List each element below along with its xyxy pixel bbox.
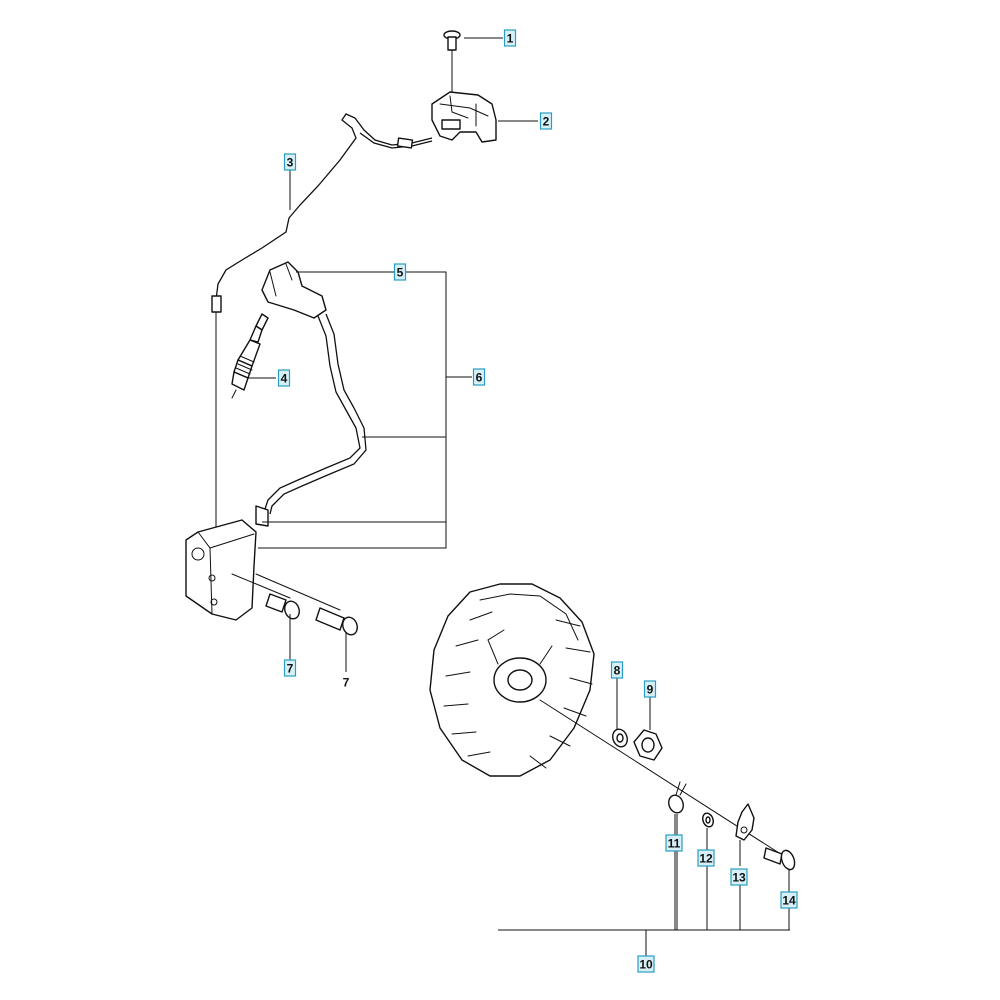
callout-box <box>472 368 486 386</box>
callout-2: 2 <box>539 112 553 130</box>
callout-7: 7 <box>283 659 297 677</box>
callout-number: 12 <box>699 852 713 866</box>
callout-box <box>277 369 291 387</box>
callout-box <box>643 680 657 698</box>
shaft-axis <box>539 699 791 861</box>
part-flywheel-10 <box>429 583 595 777</box>
part-pawl-13 <box>735 803 755 841</box>
callout-box <box>610 661 624 679</box>
callout-box <box>780 891 798 909</box>
callout-3: 3 <box>283 153 297 171</box>
part-screw-1 <box>443 30 461 93</box>
callout-10: 10 <box>637 955 655 973</box>
part-switch-2 <box>431 91 497 143</box>
callout-box <box>283 153 297 171</box>
callout-6: 6 <box>472 368 486 386</box>
callout-box <box>665 834 683 852</box>
part-bolt-14 <box>763 847 796 871</box>
part-nut-9 <box>633 729 663 761</box>
leader-lines <box>248 37 790 956</box>
part-wire-3 <box>211 113 433 541</box>
callout-number: 2 <box>543 115 550 129</box>
callout-number: 13 <box>732 871 746 885</box>
callout-box <box>730 868 748 886</box>
callout-number: 9 <box>647 683 654 697</box>
callout-number: 7 <box>287 662 294 676</box>
callout-12: 12 <box>697 849 715 867</box>
part-screw-7a <box>265 593 300 620</box>
callout-7: 7 <box>343 676 350 690</box>
callout-number: 7 <box>343 676 350 690</box>
callout-box <box>503 29 517 47</box>
callout-box <box>697 849 715 867</box>
callout-11: 11 <box>665 834 683 852</box>
part-spark-plug-4 <box>231 313 269 399</box>
callout-number: 5 <box>397 266 404 280</box>
callout-number: 8 <box>614 664 621 678</box>
part-plug-cap-5 <box>261 261 327 319</box>
callout-9: 9 <box>643 680 657 698</box>
callout-number: 11 <box>668 837 681 851</box>
callout-box <box>539 112 553 130</box>
callout-5: 5 <box>393 263 407 281</box>
callout-number: 1 <box>507 32 514 46</box>
callout-box <box>283 659 297 677</box>
callout-number: 3 <box>287 156 294 170</box>
callout-1: 1 <box>503 29 517 47</box>
part-ignition-module-6 <box>185 505 341 621</box>
part-washer-12 <box>702 812 714 828</box>
callout-box <box>393 263 407 281</box>
callout-number: 4 <box>281 372 288 386</box>
callout-8: 8 <box>610 661 624 679</box>
part-spring-11 <box>668 781 687 814</box>
callout-box <box>637 955 655 973</box>
part-ignition-lead <box>263 313 367 515</box>
callout-number: 10 <box>639 958 653 972</box>
callout-4: 4 <box>277 369 291 387</box>
part-screw-7b <box>315 607 358 636</box>
callout-14: 14 <box>780 891 798 909</box>
callout-number: 14 <box>782 894 796 908</box>
callout-13: 13 <box>730 868 748 886</box>
part-washer-8 <box>612 728 628 748</box>
callout-number: 6 <box>476 371 483 385</box>
